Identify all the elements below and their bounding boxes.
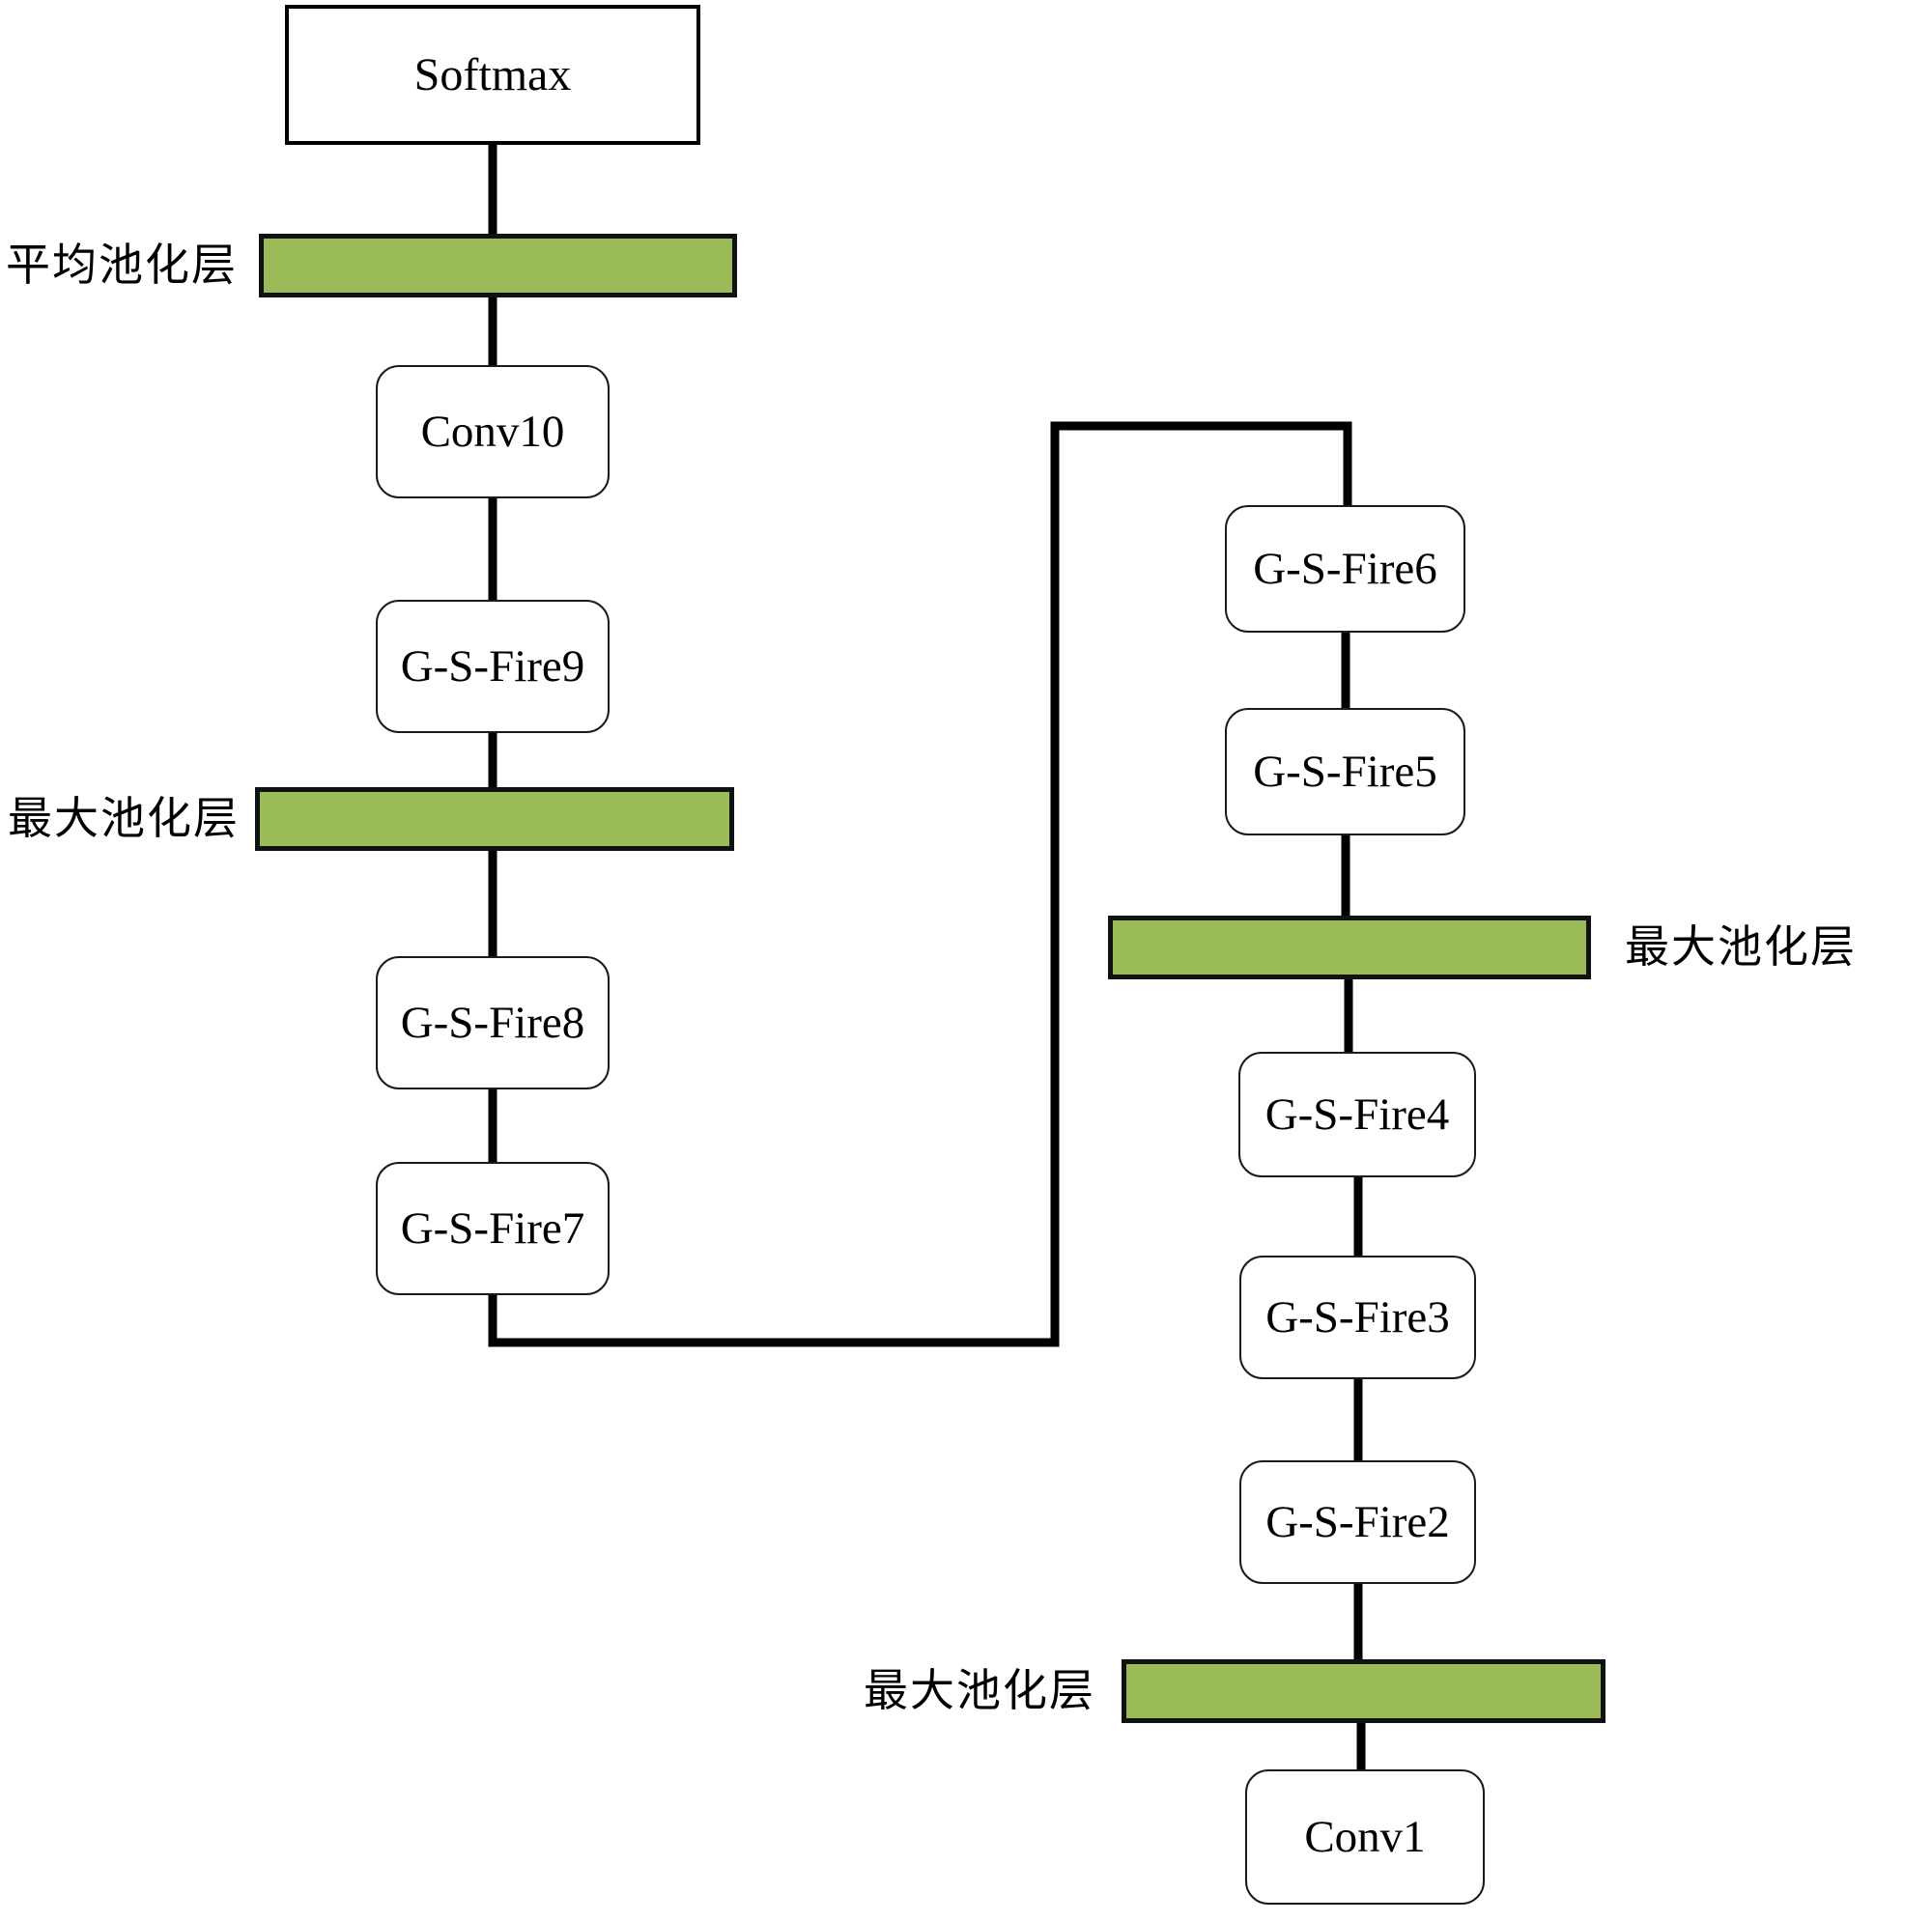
fire4-node: G-S-Fire4 [1238, 1052, 1476, 1177]
maxpool-bottom-bar [1122, 1659, 1605, 1723]
maxpool-upper-left-bar [255, 787, 734, 851]
maxpool-upper-left-label: 最大池化层 [8, 794, 240, 843]
conv10-node: Conv10 [376, 365, 610, 498]
fire3-node: G-S-Fire3 [1239, 1256, 1476, 1379]
fire5-node: G-S-Fire5 [1225, 708, 1465, 835]
fire6-node: G-S-Fire6 [1225, 505, 1465, 633]
conv1-node: Conv1 [1245, 1769, 1485, 1905]
fire9-node: G-S-Fire9 [376, 600, 610, 733]
edge-fire7-fire6-elbow [488, 421, 1352, 1347]
fire2-node: G-S-Fire2 [1239, 1460, 1476, 1584]
fire7-node: G-S-Fire7 [376, 1162, 610, 1295]
softmax-node: Softmax [285, 5, 700, 145]
fire8-node: G-S-Fire8 [376, 956, 610, 1089]
maxpool-bottom-label: 最大池化层 [864, 1666, 1095, 1715]
maxpool-right-label: 最大池化层 [1625, 922, 1857, 972]
maxpool-right-bar [1108, 916, 1591, 979]
avgpool-bar [259, 234, 737, 297]
avgpool-label: 平均池化层 [6, 240, 238, 290]
